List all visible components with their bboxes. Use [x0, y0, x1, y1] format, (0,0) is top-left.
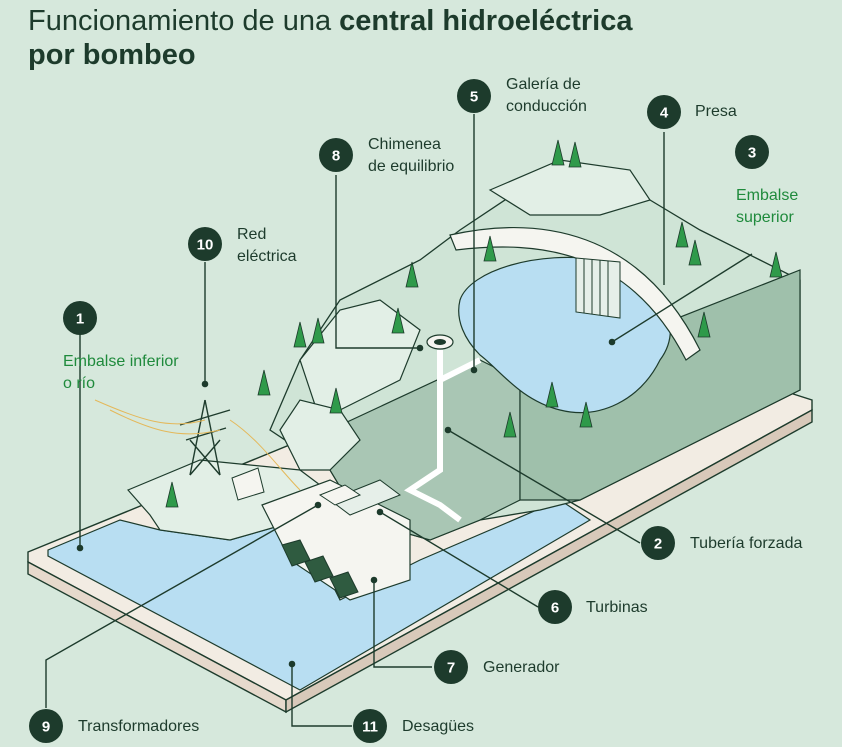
svg-text:8: 8: [332, 148, 340, 165]
label-galeria-conduccion: Galería de conducción: [506, 74, 587, 118]
label-10-line2: eléctrica: [237, 248, 297, 265]
label-desagues: Desagües: [402, 716, 474, 738]
svg-text:1: 1: [76, 311, 84, 328]
label-4-line1: Presa: [695, 103, 737, 120]
label-embalse-superior: Embalse superior: [736, 185, 798, 229]
label-chimenea-equilibrio: Chimenea de equilibrio: [368, 134, 454, 178]
label-generador: Generador: [483, 657, 560, 679]
label-turbinas: Turbinas: [586, 597, 648, 619]
badge-1: 1: [63, 301, 97, 335]
label-3-line1: Embalse: [736, 187, 799, 204]
label-7-line1: Generador: [483, 659, 560, 676]
svg-text:6: 6: [551, 600, 559, 617]
svg-text:9: 9: [42, 719, 50, 736]
label-3-line2: superior: [736, 209, 794, 226]
number-badges: 1 2 3 4 5 6 7 8 9 10 11: [29, 79, 769, 743]
badge-5: 5: [457, 79, 491, 113]
badge-8: 8: [319, 138, 353, 172]
label-presa: Presa: [695, 101, 737, 123]
label-1-line2: o río: [63, 375, 96, 392]
svg-text:4: 4: [660, 105, 669, 122]
label-2-line1: Tubería forzada: [690, 535, 803, 552]
badge-4: 4: [647, 95, 681, 129]
label-1-line1: Embalse inferior: [63, 353, 179, 370]
badge-9: 9: [29, 709, 63, 743]
svg-text:2: 2: [654, 536, 662, 553]
svg-text:3: 3: [748, 145, 756, 162]
label-5-line2: conducción: [506, 98, 587, 115]
label-11-line1: Desagües: [402, 718, 475, 735]
title-prefix: Funcionamiento de una: [28, 5, 340, 37]
surge-chimney: [426, 334, 454, 350]
powerhouse: [231, 467, 411, 601]
svg-text:7: 7: [447, 660, 455, 677]
label-8-line1: Chimenea: [368, 136, 441, 153]
badge-11: 11: [353, 709, 387, 743]
title-bold-line2: por bombeo: [28, 39, 196, 71]
label-6-line1: Turbinas: [586, 599, 648, 616]
badge-6: 6: [538, 590, 572, 624]
dam: [449, 227, 701, 361]
label-9-line1: Transformadores: [78, 718, 200, 735]
badge-2: 2: [641, 526, 675, 560]
leader-lines: [45, 114, 753, 727]
label-8-line2: de equilibrio: [368, 158, 455, 175]
svg-text:10: 10: [197, 237, 214, 254]
label-10-line1: Red: [237, 226, 267, 243]
label-transformadores: Transformadores: [78, 716, 199, 738]
transmission-tower: [94, 399, 301, 491]
page-title: Funcionamiento de una central hidroeléct…: [28, 4, 788, 72]
label-5-line1: Galería de: [506, 76, 581, 93]
label-embalse-inferior: Embalse inferior o río: [63, 351, 179, 395]
svg-text:11: 11: [362, 719, 378, 736]
badge-3: 3: [735, 135, 769, 169]
label-red-electrica: Red eléctrica: [237, 224, 297, 268]
label-tuberia-forzada: Tubería forzada: [690, 533, 802, 555]
title-bold-line1: central hidroeléctrica: [339, 5, 633, 37]
badge-10: 10: [188, 227, 222, 261]
trees: [165, 139, 783, 508]
badge-7: 7: [434, 650, 468, 684]
svg-text:5: 5: [470, 89, 478, 106]
